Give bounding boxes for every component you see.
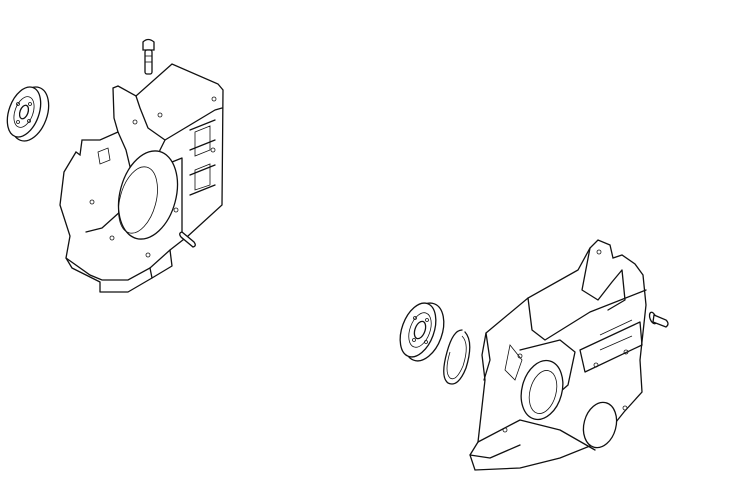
circlip — [443, 329, 471, 385]
dowel-pin — [179, 231, 196, 248]
ball-bearing-right — [399, 302, 445, 362]
plug — [142, 38, 155, 75]
screw — [648, 311, 669, 328]
ball-bearing-left — [6, 86, 50, 142]
crankcase-half-left — [59, 63, 224, 293]
crankcase-half-right — [469, 239, 647, 471]
